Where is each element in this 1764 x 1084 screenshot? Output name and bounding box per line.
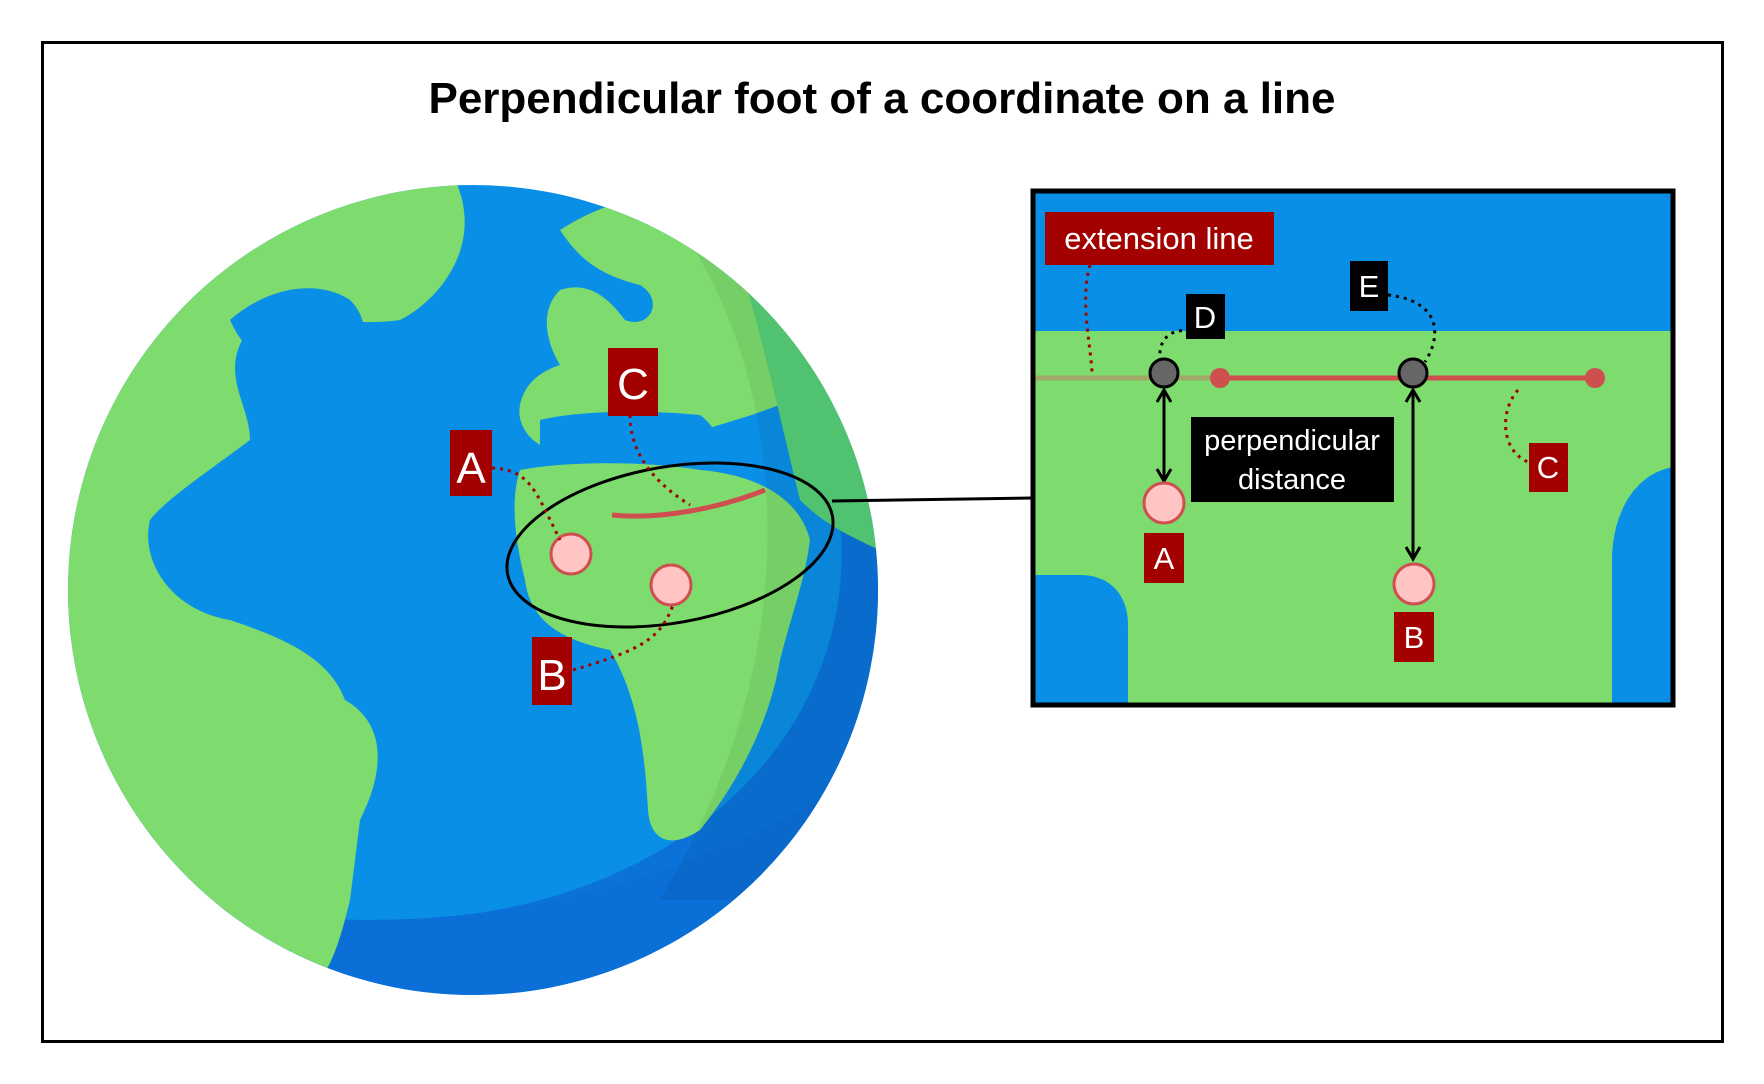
inset-label-b: B xyxy=(1394,612,1434,662)
globe-line-c xyxy=(611,487,766,519)
leader-d xyxy=(1158,329,1191,361)
foot-d-marker xyxy=(1148,357,1180,389)
globe xyxy=(68,185,878,995)
extension-line-label-text: extension line xyxy=(1064,221,1254,256)
line-c-start xyxy=(1210,368,1230,388)
inset-label-b-text: B xyxy=(1404,620,1425,655)
foot-e-label-text: E xyxy=(1359,269,1380,304)
inset-point-a xyxy=(1142,481,1186,525)
leader-c xyxy=(628,414,691,507)
leader-b xyxy=(572,604,675,672)
hudson-bay xyxy=(230,288,365,380)
inset-label-c-text: C xyxy=(1537,450,1559,485)
perpendicular-distance-line2: distance xyxy=(1238,464,1346,496)
globe-label-a: A xyxy=(450,430,492,496)
globe-label-a-text: A xyxy=(456,444,486,493)
foot-e-label: E xyxy=(1350,261,1388,311)
zoom-ellipse xyxy=(505,461,835,629)
inset-label-c: C xyxy=(1529,443,1568,492)
leader-extension-line xyxy=(1084,264,1094,373)
inset-point-b xyxy=(1392,562,1436,606)
globe-point-a xyxy=(549,532,593,576)
foot-d-label: D xyxy=(1186,294,1225,339)
zoom-connector xyxy=(831,496,1034,503)
figure-frame xyxy=(41,41,1724,1043)
globe-label-b: B xyxy=(532,637,572,705)
perpendicular-distance-line1: perpendicular xyxy=(1204,425,1380,457)
inset-land xyxy=(1033,331,1673,705)
line-c-end xyxy=(1585,368,1605,388)
foot-d-label-text: D xyxy=(1194,300,1216,335)
foot-e-marker xyxy=(1397,357,1429,389)
mediterranean xyxy=(540,411,715,460)
globe-point-b xyxy=(649,563,693,607)
inset-ocean-right xyxy=(1612,467,1673,705)
figure-title: Perpendicular foot of a coordinate on a … xyxy=(428,74,1336,123)
inset-label-a: A xyxy=(1144,533,1184,583)
zoom-inset: extension line D E perpendicular distanc… xyxy=(1030,188,1676,708)
leader-a xyxy=(491,466,562,541)
americas-land xyxy=(68,185,465,995)
globe-label-c: C xyxy=(608,348,658,416)
globe-label-b-text: B xyxy=(537,651,566,700)
inset-label-a-text: A xyxy=(1154,541,1175,576)
extension-line-label: extension line xyxy=(1045,212,1274,265)
inset-border xyxy=(1030,188,1676,708)
perpendicular-distance-label: perpendicular distance xyxy=(1191,417,1394,502)
inset-ocean-left xyxy=(1033,575,1128,705)
leader-inset-c xyxy=(1504,388,1529,464)
globe-label-c-text: C xyxy=(617,360,649,409)
